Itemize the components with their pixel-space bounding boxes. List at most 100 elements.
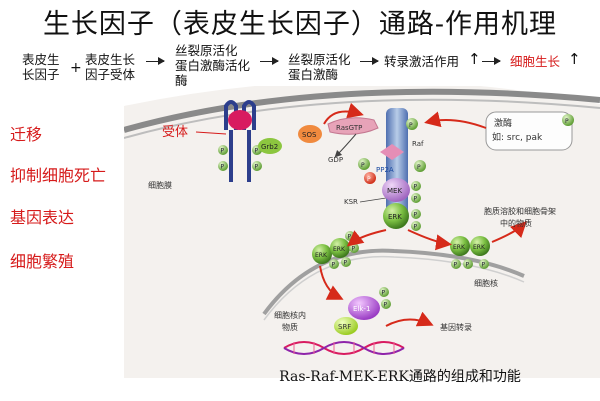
grb2-protein [258,138,282,154]
flow-step-growth: 细胞生长 [510,54,560,69]
cytoplasm-label-2: 中的物质 [500,218,532,228]
nuclear-membrane-2 [263,255,525,321]
erk-dimer-left-b [330,238,350,258]
cell-membrane-inner [124,98,600,139]
erk-protein-cytoplasm [383,203,409,229]
erk-label-3: ERK [333,246,346,253]
erk-label-4: ERK [453,244,466,251]
kinase-label: 激酶 [494,117,512,129]
rasgtp-protein [327,117,379,135]
ksr-label: KSR [344,198,358,206]
flow-step-mapk-text: 丝裂原活化蛋白激酶 [288,52,351,82]
erk-label-1: ERK [388,213,402,221]
svg-text:P: P [332,262,336,269]
sos-ras-arrow [323,102,364,125]
svg-text:P: P [414,224,418,231]
flow-up-arrow-2: ↑ [568,50,581,68]
egf-receptor [224,100,256,182]
effect-migration: 迁移 [10,125,43,144]
svg-text:P: P [414,212,418,219]
egf-ligand-icon [228,110,252,130]
svg-text:P: P [384,302,388,309]
erk-dimer-right-a [450,236,470,256]
effect-gene-expression: 基因表达 [10,208,75,227]
flow-step-mapkk-text: 丝裂原活化蛋白激酶活化酶 [175,43,251,88]
raf-diamond [380,144,404,160]
grb2-label: Grb2 [261,143,278,151]
svg-text:P: P [382,290,386,297]
svg-text:P: P [367,176,371,183]
gene-transcription-label: 基因转录 [440,322,472,332]
srf-protein [334,317,358,335]
nuclear-material-label-2: 物质 [282,322,298,332]
kinase-arrow [424,111,487,129]
svg-text:P: P [352,246,356,253]
erk-dimer-left-a [312,244,332,264]
svg-text:P: P [414,196,418,203]
svg-text:P: P [255,148,259,155]
erk-to-nucleus-arrow [346,229,387,247]
svg-text:P: P [221,164,225,171]
gdp-label: GDP [328,156,343,164]
pp2a-label: PP2A [376,166,394,174]
diagram-caption: Ras-Raf-MEK-ERK通路的组成和功能 [279,369,521,385]
transcription-arrow [385,311,434,327]
flow-arrow-4 [482,57,501,65]
erk-to-elk-arrow [319,265,344,300]
flow-step-egf: 表皮生长因子 [22,52,60,82]
gdp-arrow [334,133,357,158]
flow-step-transcription-text: 转录激活作用 [384,54,460,69]
mek-label: MEK [387,187,402,195]
flow-arrow-1 [146,57,165,65]
elk1-protein [348,296,380,320]
flow-arrow-2 [260,57,279,65]
nuclear-material-label-1: 细胞核内 [274,310,306,320]
receptor-label: 受体 [162,125,188,140]
erk-dimer-right-b [470,236,490,256]
kinase-box [485,111,573,151]
kinase-example-label: 如: src, pak [492,131,543,143]
svg-text:P: P [482,262,486,269]
erk-label-2: ERK [315,252,328,259]
sos-protein [298,125,322,143]
svg-text:P: P [466,262,470,269]
flow-step-mapk: 丝裂原活化蛋白激酶 [288,52,351,82]
effect-anti-apoptosis: 抑制细胞死亡 [10,166,107,185]
mek-protein [382,178,410,202]
flow-step-egfr: 表皮生长因子受体 [85,52,135,82]
receptor-pointer [195,131,227,135]
svg-text:P: P [348,234,352,241]
svg-text:P: P [221,148,225,155]
dna-helix-icon [283,341,405,355]
svg-text:P: P [344,260,348,267]
flow-up-arrow-1: ↑ [468,50,481,68]
flow-step-egfr-text: 表皮生长因子受体 [85,52,136,82]
elk1-label: Elk-1 [353,305,370,313]
svg-text:P: P [565,118,569,125]
svg-text:P: P [255,164,259,171]
flow-step-transcription: 转录激活作用 [384,54,459,69]
svg-text:P: P [409,122,413,129]
srf-label: SRF [338,323,351,331]
pathway-diagram: 受体 P P P P Grb2 SOS RasGTP GDP Raf PP2A … [124,86,600,378]
erk-to-cytoskeleton-arrow [491,221,527,243]
svg-text:P: P [454,262,458,269]
cell-membrane [124,88,600,133]
flow-step-mapkk: 丝裂原活化蛋白激酶活化酶 [175,43,250,88]
svg-text:P: P [414,184,418,191]
erk-label-5: ERK [473,244,486,251]
erk-to-cytoplasm-arrow [407,229,452,251]
effect-proliferation: 细胞繁殖 [10,252,75,271]
cytoplasm-label-1: 胞质溶胶和细胞骨架 [484,206,556,216]
flow-step-egf-text: 表皮生长因子 [22,52,60,82]
raf-label: Raf [412,140,424,148]
svg-text:P: P [361,162,365,169]
flow-plus: + [70,60,82,76]
svg-text:P: P [417,164,421,171]
cell-membrane-label: 细胞膜 [148,180,172,190]
sos-label: SOS [302,131,317,139]
flow-step-growth-text: 细胞生长 [510,54,561,69]
flow-arrow-3 [360,57,379,65]
rasgtp-label: RasGTP [336,124,362,132]
page-title: 生长因子（表皮生长因子）通路-作用机理 [42,9,558,40]
